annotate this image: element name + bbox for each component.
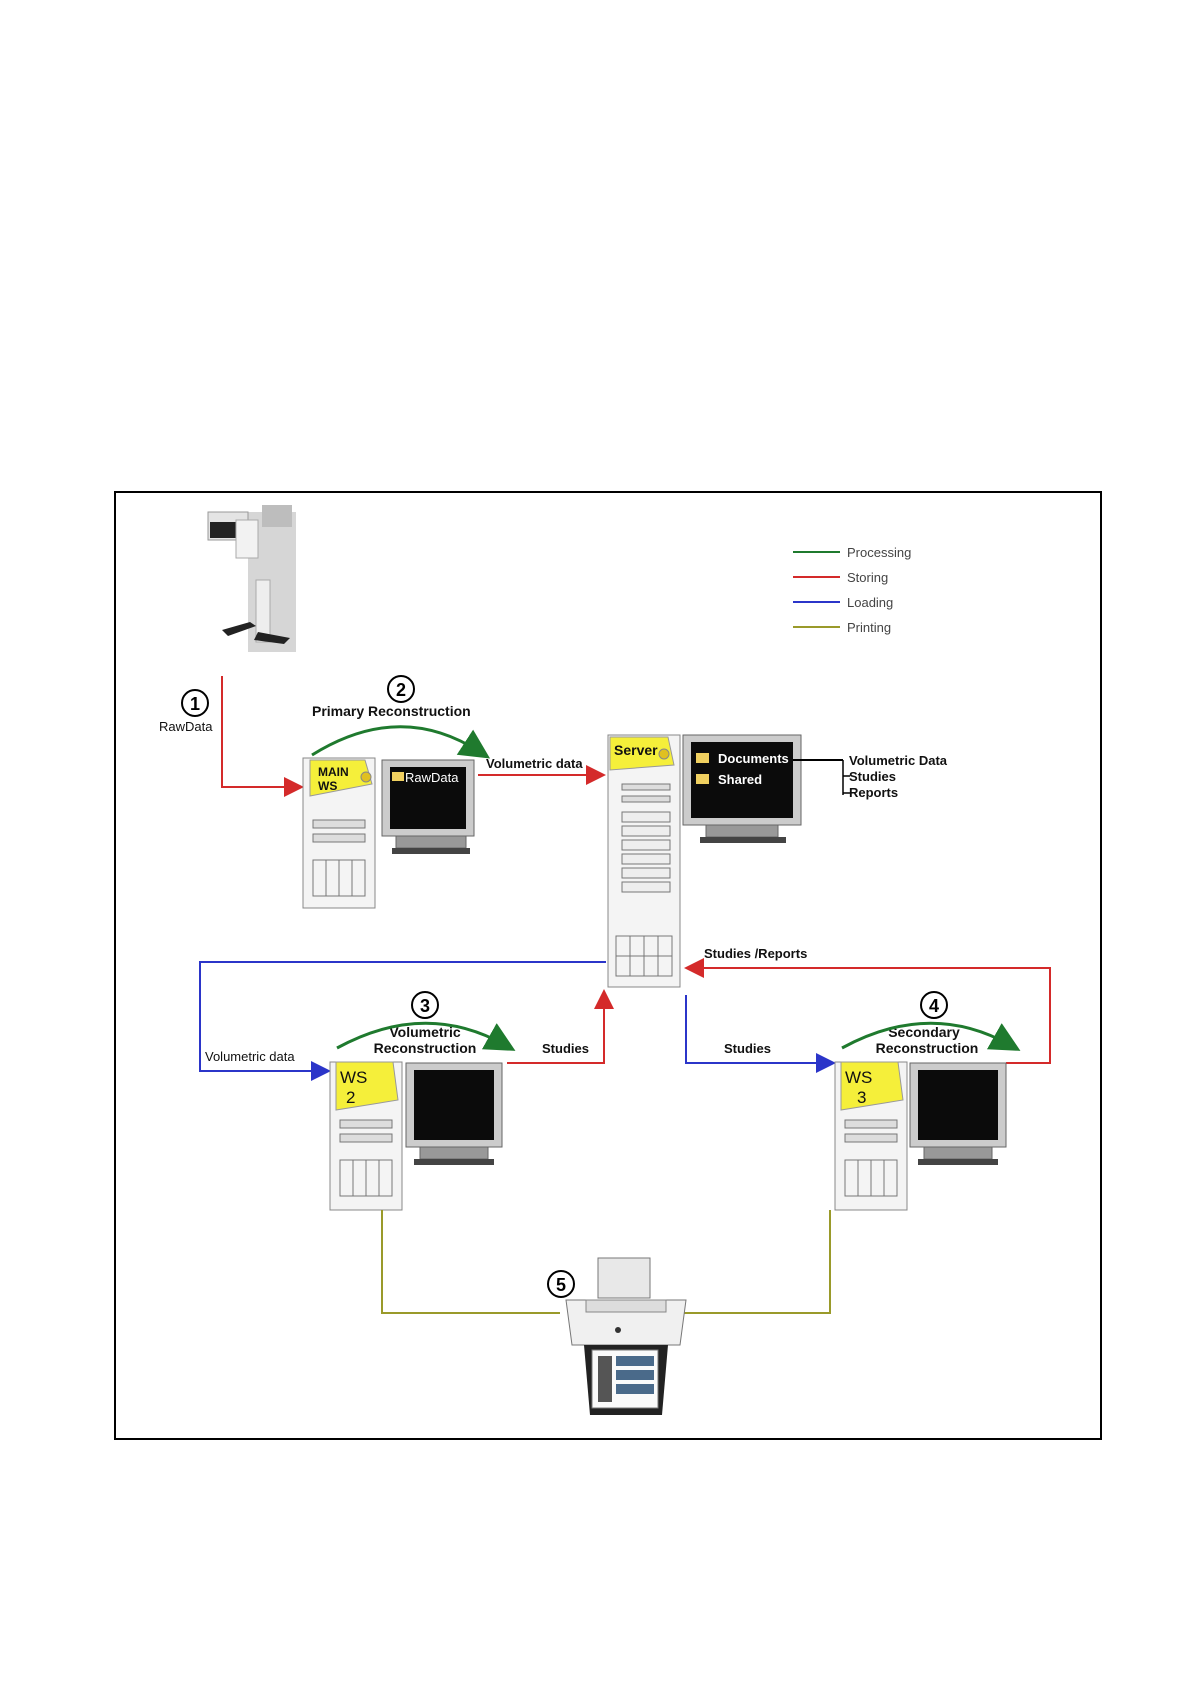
server-folder-documents: Documents [718,751,789,766]
ws2-screen [414,1070,494,1140]
server-contents: Volumetric Data Studies Reports [793,753,948,800]
step-4-number: 4 [929,996,939,1016]
ws3-tag-line2: 3 [857,1088,866,1107]
server-content-studies: Studies [849,769,896,784]
secondary-reconstruction-label-2: Reconstruction [876,1040,979,1056]
server-tag-label: Server [614,742,658,758]
ws3-screen [918,1070,998,1140]
ws2-computer: WS 2 [330,1062,502,1210]
legend-loading-label: Loading [847,595,893,610]
legend-storing-label: Storing [847,570,888,585]
main-ws-tag-line1: MAIN [318,765,349,779]
step-3-number: 3 [420,996,430,1016]
volumetric-data-top-label: Volumetric data [486,756,583,771]
volumetric-reconstruction-label-2: Reconstruction [374,1040,477,1056]
step-5-number: 5 [556,1275,566,1295]
ws3-computer: WS 3 [835,1062,1006,1210]
studies-right-label: Studies [724,1041,771,1056]
volumetric-data-left-label: Volumetric data [205,1049,295,1064]
printer-icon [566,1258,686,1415]
server-folder-shared: Shared [718,772,762,787]
ws3-tag-line1: WS [845,1068,872,1087]
primary-reconstruction-label: Primary Reconstruction [312,703,471,719]
step-1-number: 1 [190,694,200,714]
folder-icon [392,772,404,781]
printing-line-ws2 [382,1210,560,1313]
primary-processing-arrow [312,727,480,755]
folder-icon [696,753,709,763]
legend: Processing Storing Loading Printing [793,545,911,635]
rawdata-arrow [222,676,300,787]
main-ws-tag-line2: WS [318,779,337,793]
folder-icon [696,774,709,784]
step-2-number: 2 [396,680,406,700]
printing-line-ws3 [676,1210,830,1313]
legend-printing-label: Printing [847,620,891,635]
scanner-icon [208,505,296,652]
ws2-tag-line2: 2 [346,1088,355,1107]
rawdata-label: RawData [159,719,213,734]
studies-left-label: Studies [542,1041,589,1056]
studies-reports-label: Studies /Reports [704,946,807,961]
main-ws-computer: MAIN WS RawData [303,758,474,908]
legend-processing-label: Processing [847,545,911,560]
main-ws-screen-folder: RawData [405,770,459,785]
server-content-volumetric-data: Volumetric Data [849,753,948,768]
server-content-reports: Reports [849,785,898,800]
ws2-tag-line1: WS [340,1068,367,1087]
